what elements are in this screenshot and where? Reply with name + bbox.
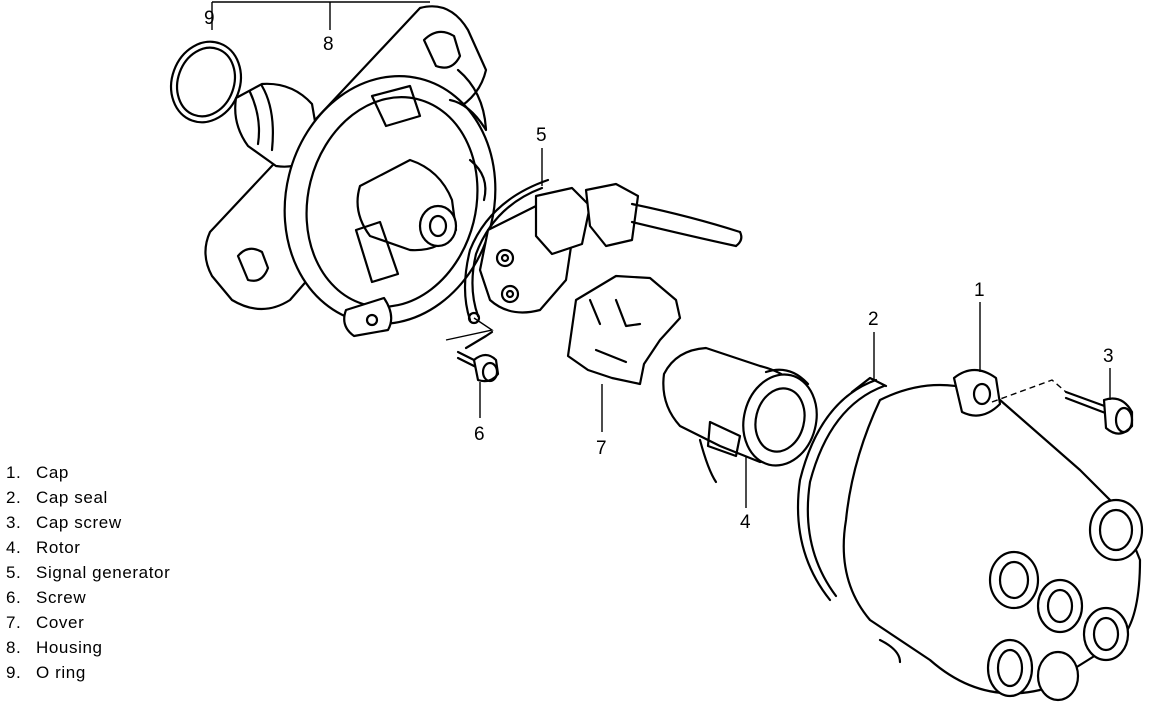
legend-label: Cap seal — [36, 488, 108, 507]
legend-item: 3. Cap screw — [6, 510, 170, 535]
callout-7: 7 — [596, 438, 607, 459]
legend-label: O ring — [36, 663, 86, 682]
legend-number: 4. — [6, 538, 22, 557]
callout-1: 1 — [974, 280, 985, 301]
legend-item: 5. Signal generator — [6, 560, 170, 585]
screw-part — [456, 330, 500, 383]
legend-item: 1. Cap — [6, 460, 170, 485]
legend-number: 3. — [6, 513, 22, 532]
callout-2: 2 — [868, 309, 879, 330]
legend-label: Cover — [36, 613, 85, 632]
legend-item: 8. Housing — [6, 635, 170, 660]
legend-number: 1. — [6, 463, 22, 482]
legend-number: 9. — [6, 663, 22, 682]
legend-number: 6. — [6, 588, 22, 607]
alignment-line-cap-screw — [991, 379, 1067, 403]
legend-item: 7. Cover — [6, 610, 170, 635]
legend-number: 5. — [6, 563, 22, 582]
rotor-part — [662, 346, 818, 484]
cap-screw-part — [1064, 390, 1134, 435]
legend-label: Housing — [36, 638, 103, 657]
callout-6: 6 — [474, 424, 485, 445]
cap-part — [842, 368, 1144, 702]
legend-label: Screw — [36, 588, 87, 607]
leader-lines — [211, 1, 1111, 508]
legend-label: Cap — [36, 463, 69, 482]
legend-number: 7. — [6, 613, 22, 632]
callout-3: 3 — [1103, 346, 1114, 367]
o-ring-part — [170, 40, 242, 124]
parts-legend: 1. Cap 2. Cap seal 3. Cap screw 4. Rotor 5. S… — [6, 460, 170, 685]
legend-item: 4. Rotor — [6, 535, 170, 560]
legend-label: Signal generator — [36, 563, 171, 582]
legend-number: 2. — [6, 488, 22, 507]
legend-label: Cap screw — [36, 513, 122, 532]
callout-8: 8 — [323, 34, 334, 55]
callout-5: 5 — [536, 125, 547, 146]
legend-label: Rotor — [36, 538, 81, 557]
legend-item: 9. O ring — [6, 660, 170, 685]
legend-item: 2. Cap seal — [6, 485, 170, 510]
signal-generator-part — [463, 178, 743, 325]
alignment-line-screw — [445, 317, 494, 341]
cover-part — [566, 274, 682, 386]
cap-seal-part — [796, 376, 888, 602]
legend-item: 6. Screw — [6, 585, 170, 610]
callout-4: 4 — [740, 512, 751, 533]
housing-part — [204, 5, 497, 338]
callout-9: 9 — [204, 8, 215, 29]
legend-number: 8. — [6, 638, 22, 657]
